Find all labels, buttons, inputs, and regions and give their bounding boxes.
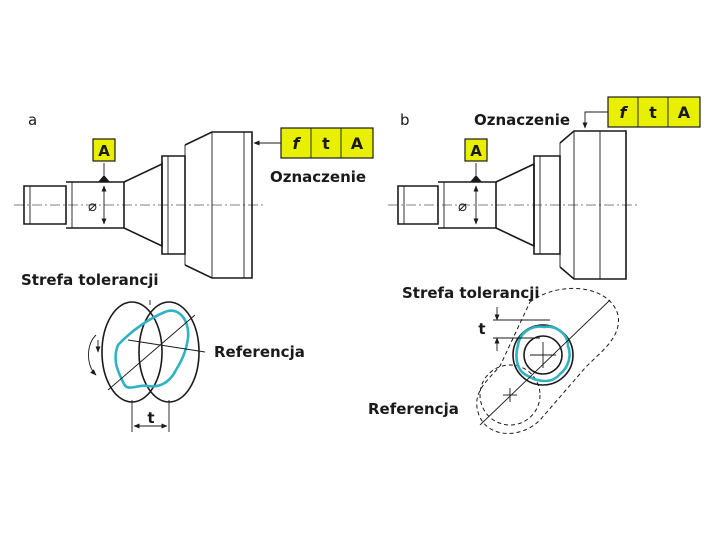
panel-b-zone-illustration: t (476, 288, 619, 434)
panel-b-shaft: ⌀ (388, 130, 640, 280)
panel-a-zone-label: Strefa tolerancji (21, 271, 159, 289)
panel-b-zone-label: Strefa tolerancji (402, 284, 540, 302)
panel-a-datum-letter: A (98, 142, 110, 160)
panel-a: a ⌀ (14, 111, 374, 432)
panel-b-frame-tolerance: t (649, 103, 657, 122)
panel-b-datum-box: A (464, 138, 488, 162)
panel-b-tolerance-frame: f t A (582, 96, 701, 129)
panel-a-datum-box: A (92, 138, 116, 162)
panel-a-zone-illustration: t (88, 300, 206, 432)
panel-a-frame-tolerance: t (322, 134, 330, 153)
panel-b-t-label: t (478, 320, 485, 338)
panel-b-reference-label: Referencja (368, 400, 459, 418)
panel-a-reference-label: Referencja (214, 343, 305, 361)
panel-a-frame-datum: A (351, 134, 364, 153)
panel-b-letter: b (400, 111, 410, 129)
panel-b-diameter-symbol: ⌀ (458, 197, 467, 215)
panel-b-frame-datum: A (678, 103, 691, 122)
panel-b-frame-symbol: f (620, 103, 629, 122)
panel-b-designation-label: Oznaczenie (474, 111, 570, 129)
panel-a-shaft: ⌀ (14, 131, 265, 279)
panel-b: b Oznaczenie f t A ⌀ (368, 96, 701, 434)
panel-a-frame-symbol: f (293, 134, 302, 153)
panel-a-t-label: t (147, 409, 154, 427)
panel-a-designation-label: Oznaczenie (270, 168, 366, 186)
panel-a-tolerance-frame: f t A (253, 127, 374, 159)
panel-b-datum-letter: A (470, 142, 482, 160)
panel-a-diameter-symbol: ⌀ (88, 197, 97, 215)
panel-a-letter: a (28, 111, 37, 129)
